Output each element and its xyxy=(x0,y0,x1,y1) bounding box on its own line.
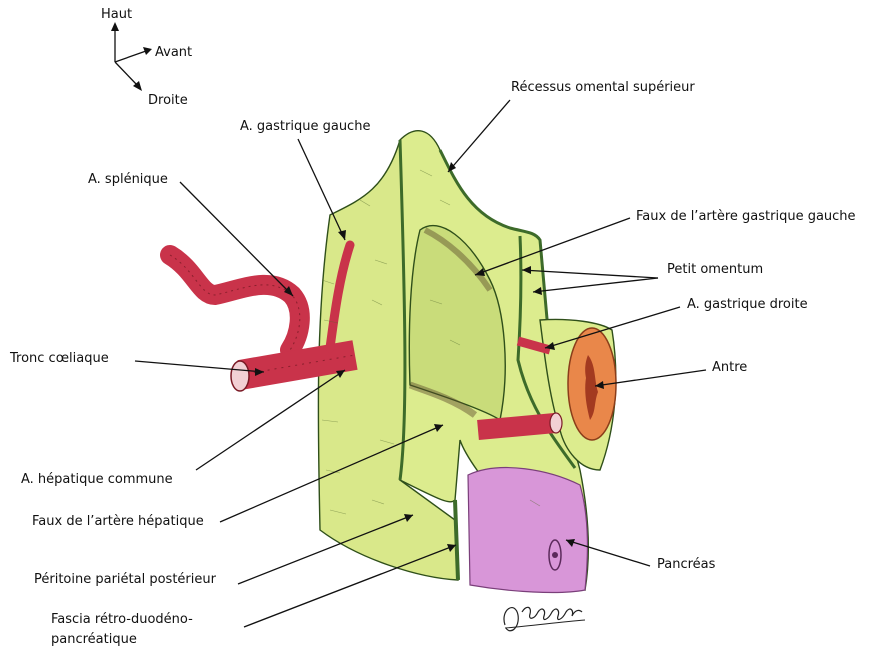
orientation-front-label: Avant xyxy=(155,45,192,61)
label-left-gastric-artery: A. gastrique gauche xyxy=(240,119,370,135)
leader-fascia xyxy=(244,545,456,627)
label-common-hepatic-artery: A. hépatique commune xyxy=(21,472,173,488)
celiac-trunk-opening xyxy=(231,361,249,391)
label-antrum: Antre xyxy=(712,360,747,376)
label-recessus-omental: Récessus omental supérieur xyxy=(511,80,695,96)
hepatic-artery-opening xyxy=(550,413,562,433)
artist-signature xyxy=(504,607,585,630)
label-lesser-omentum: Petit omentum xyxy=(667,262,763,278)
label-fascia-line1: Fascia rétro-duodéno- xyxy=(51,612,193,628)
label-fascia-line2: pancréatique xyxy=(51,632,137,648)
leader-petit-omentum-2 xyxy=(533,278,658,292)
label-hepatic-fold: Faux de l’artère hépatique xyxy=(32,514,204,530)
orientation-up-label: Haut xyxy=(101,7,132,23)
label-splenic-artery: A. splénique xyxy=(88,172,168,188)
splenic-artery xyxy=(170,255,300,350)
orientation-axes xyxy=(111,22,152,91)
up-arrowhead xyxy=(111,22,119,31)
label-pancreas: Pancréas xyxy=(657,557,715,573)
front-arrow xyxy=(115,51,146,62)
orientation-right-label: Droite xyxy=(148,93,188,109)
label-celiac-trunk: Tronc cœliaque xyxy=(10,351,109,367)
label-posterior-peritoneum: Péritoine pariétal postérieur xyxy=(34,572,216,588)
label-left-gastric-fold: Faux de l’artère gastrique gauche xyxy=(636,209,856,225)
label-right-gastric-artery: A. gastrique droite xyxy=(687,297,808,313)
leader-recessus xyxy=(448,100,510,172)
common-hepatic-artery xyxy=(478,423,555,430)
pancreas-shape xyxy=(468,468,587,593)
right-arrow xyxy=(115,62,138,86)
pancreas-duct-center xyxy=(552,552,558,558)
leader-gastrique-gauche xyxy=(298,139,345,240)
